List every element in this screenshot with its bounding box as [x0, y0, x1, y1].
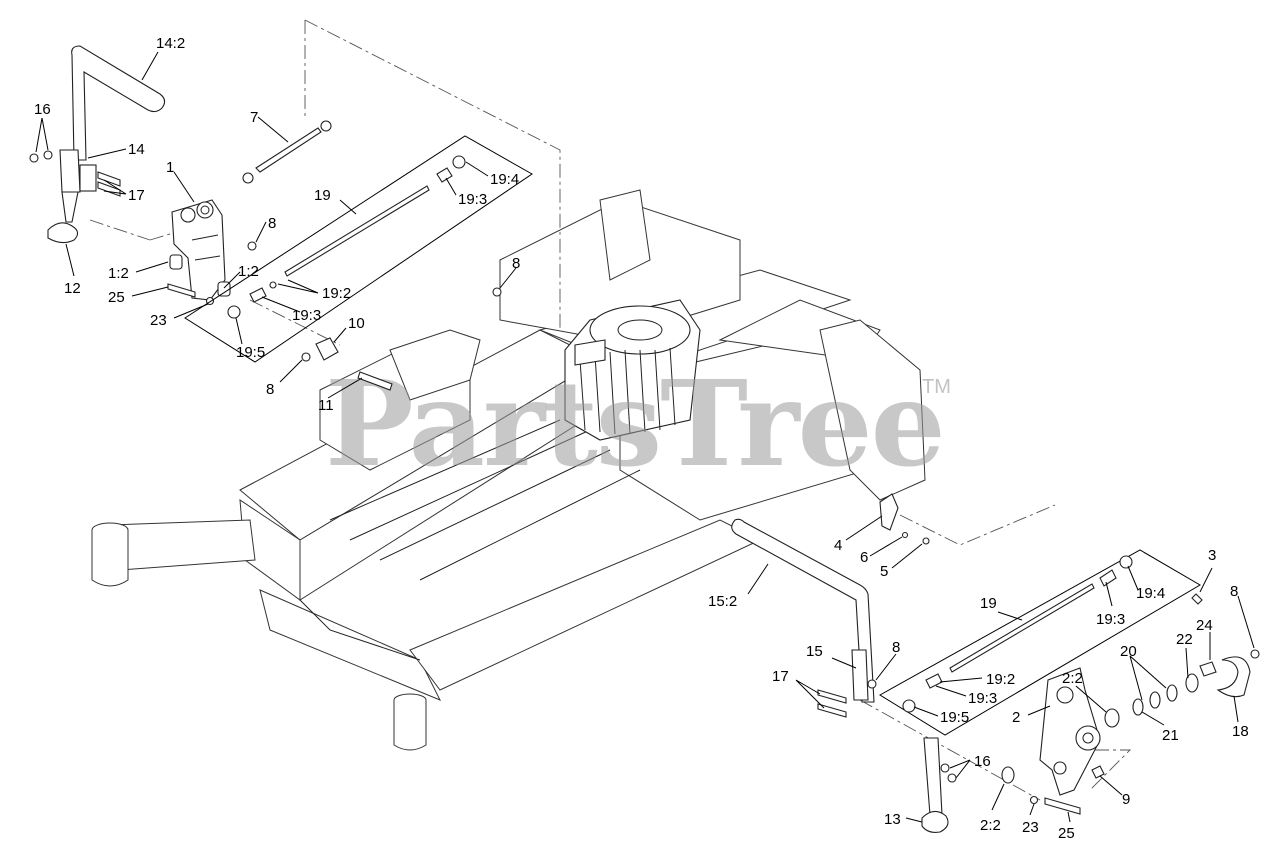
callout-5: 5: [880, 563, 888, 580]
callout-7: 7: [250, 109, 258, 126]
callout-14: 14: [128, 141, 145, 158]
callout-labels: 14:2 16 14 17 1 12 1:2 25 1:2 23 7 8 19 …: [34, 35, 1249, 842]
engine: [564, 299, 701, 441]
callout-19-5: 19:5: [236, 344, 265, 361]
callout-19-3: 19:3: [458, 191, 487, 208]
callout-25: 25: [1058, 825, 1075, 842]
callout-21: 21: [1162, 727, 1179, 744]
callout-2-2: 2:2: [1062, 670, 1083, 687]
watermark-text: PartsTree: [325, 354, 944, 493]
left-control-assembly: [29, 19, 561, 391]
callout-11: 11: [318, 397, 334, 414]
right-control-assembly: [731, 493, 1260, 833]
callout-14-2: 14:2: [156, 35, 185, 52]
callout-24: 24: [1196, 617, 1213, 634]
callout-23: 23: [1022, 819, 1039, 836]
callout-25: 25: [108, 289, 125, 306]
callout-19-3: 19:3: [968, 690, 997, 707]
callout-8: 8: [512, 255, 520, 272]
callout-8: 8: [268, 215, 276, 232]
callout-19-4: 19:4: [1136, 585, 1165, 602]
callout-1: 1: [166, 159, 174, 176]
callout-13: 13: [884, 811, 901, 828]
callout-8: 8: [892, 639, 900, 656]
callout-19-2: 19:2: [986, 671, 1015, 688]
callout-20: 20: [1120, 643, 1137, 660]
callout-15-2: 15:2: [708, 593, 737, 610]
callout-19-3: 19:3: [1096, 611, 1125, 628]
callout-3: 3: [1208, 547, 1216, 564]
callout-4: 4: [834, 537, 842, 554]
leader-lines: [35, 51, 1255, 823]
callout-1-2: 1:2: [108, 265, 129, 282]
callout-8: 8: [266, 381, 274, 398]
callout-17: 17: [772, 668, 789, 685]
callout-10: 10: [348, 315, 365, 332]
callout-1-2: 1:2: [238, 263, 259, 280]
callout-23: 23: [150, 312, 167, 329]
callout-19: 19: [314, 187, 331, 204]
callout-12: 12: [64, 280, 81, 297]
callout-19-3: 19:3: [292, 307, 321, 324]
callout-19-4: 19:4: [490, 171, 519, 188]
callout-16: 16: [974, 753, 991, 770]
callout-2-2: 2:2: [980, 817, 1001, 834]
callout-18: 18: [1232, 723, 1249, 740]
callout-16: 16: [34, 101, 51, 118]
callout-17: 17: [128, 187, 145, 204]
callout-19: 19: [980, 595, 997, 612]
callout-15: 15: [806, 643, 823, 660]
callout-22: 22: [1176, 631, 1193, 648]
callout-6: 6: [860, 549, 868, 566]
watermark: PartsTree TM: [325, 354, 951, 493]
watermark-trademark: TM: [922, 376, 951, 398]
callout-9: 9: [1122, 791, 1130, 808]
callout-19-5: 19:5: [940, 709, 969, 726]
callout-19-2: 19:2: [322, 285, 351, 302]
callout-8: 8: [1230, 583, 1238, 600]
callout-2: 2: [1012, 709, 1020, 726]
